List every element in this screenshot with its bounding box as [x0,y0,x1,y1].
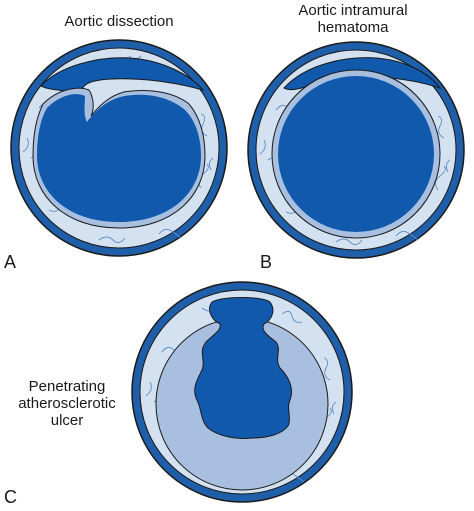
panel-a-aortic-dissection [10,39,228,257]
panel-b-lumen [278,76,434,232]
panel-c-label-line-3: ulcer [50,412,84,429]
panel-b-title-line-2: hematoma [317,19,389,36]
panel-c-ulcer-lumen [194,297,293,439]
panel-c-letter: C [4,487,17,507]
panel-b-letter: B [260,252,273,272]
panel-c-label-line-1: Penetrating [28,378,106,395]
panel-b-intramural-hematoma [247,41,465,259]
panel-a-true-lumen [37,94,201,222]
panel-c-penetrating-ulcer [131,281,353,503]
panel-a-title: Aortic dissection [64,13,174,30]
panel-c-label-line-2: atherosclerotic [18,395,116,412]
panel-b-title-line-1: Aortic intramural [298,2,408,19]
panel-a-letter: A [4,252,17,272]
